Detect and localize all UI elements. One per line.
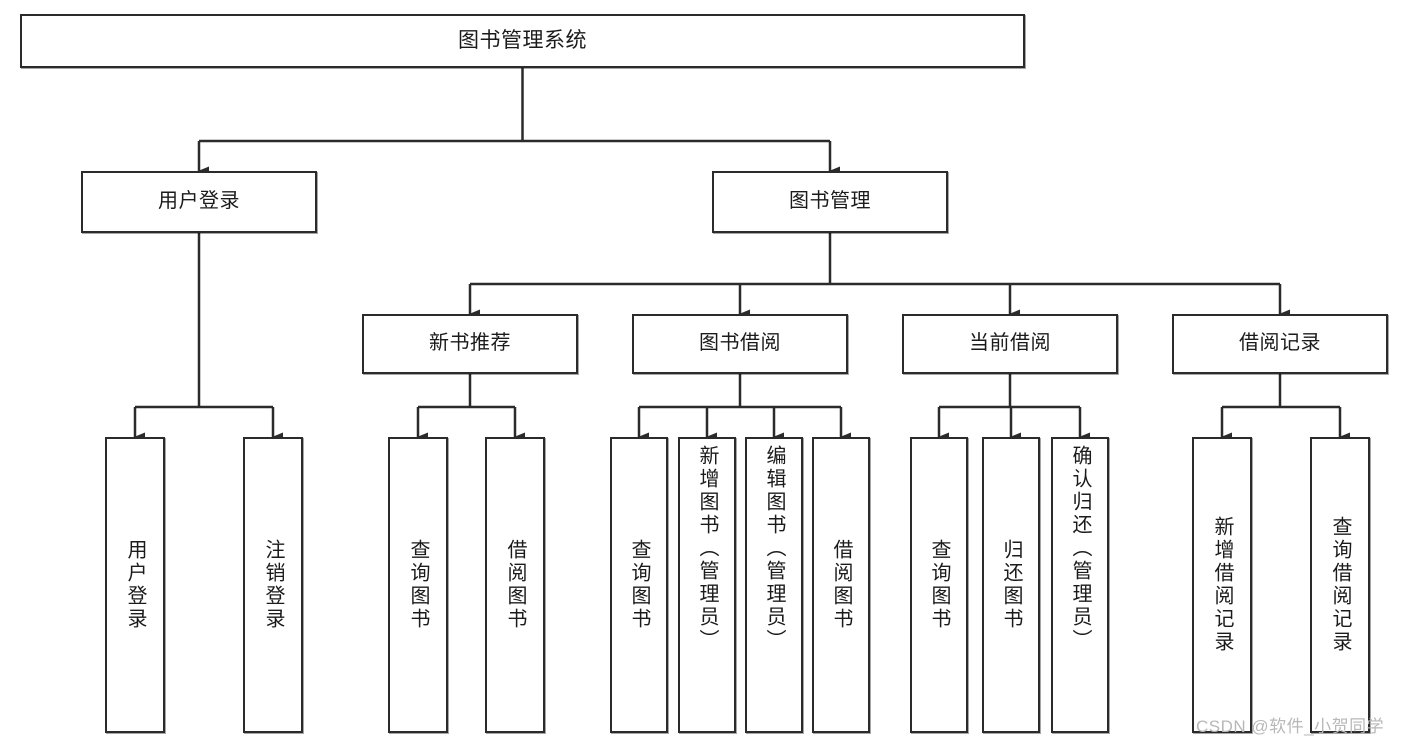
node-label: 查询图书 (628, 539, 650, 631)
node-leaf-return-book[interactable]: 归还图书 (982, 437, 1040, 733)
node-label: 新增借阅记录 (1211, 516, 1233, 654)
node-leaf-query-record[interactable]: 查询借阅记录 (1310, 437, 1370, 733)
node-label: 图书管理 (789, 190, 871, 213)
node-book-manage[interactable]: 图书管理 (712, 171, 948, 233)
node-label: 确认归还（管理员） (1069, 445, 1091, 652)
node-label: 用户登录 (158, 190, 240, 213)
node-label: 借阅图书 (830, 539, 852, 631)
node-leaf-user-logout[interactable]: 注销登录 (243, 437, 303, 733)
node-label: 查询图书 (928, 539, 950, 631)
watermark-text: CSDN @软件_小贺同学 (1196, 717, 1385, 736)
node-book-borrow[interactable]: 图书借阅 (632, 314, 848, 374)
node-leaf-query-book-2[interactable]: 查询图书 (610, 437, 668, 733)
node-current-borrow[interactable]: 当前借阅 (902, 314, 1118, 374)
node-leaf-user-login[interactable]: 用户登录 (105, 437, 165, 733)
node-label: 借阅记录 (1239, 332, 1321, 355)
node-label: 查询图书 (407, 539, 429, 631)
node-label: 用户登录 (124, 539, 146, 631)
node-leaf-add-record[interactable]: 新增借阅记录 (1192, 437, 1252, 733)
node-leaf-query-book-1[interactable]: 查询图书 (388, 437, 448, 733)
node-leaf-borrow-book-2[interactable]: 借阅图书 (812, 437, 870, 733)
node-leaf-confirm-return[interactable]: 确认归还（管理员） (1051, 437, 1109, 733)
connector-paths (133, 68, 1350, 442)
node-label: 查询借阅记录 (1329, 516, 1351, 654)
node-label: 注销登录 (262, 539, 284, 631)
node-label: 编辑图书（管理员） (763, 445, 785, 652)
node-label: 借阅图书 (504, 539, 526, 631)
node-label: 新书推荐 (429, 332, 511, 355)
node-label: 新增图书（管理员） (696, 445, 718, 652)
node-leaf-add-book[interactable]: 新增图书（管理员） (678, 437, 736, 733)
node-leaf-query-book-3[interactable]: 查询图书 (910, 437, 968, 733)
node-label: 图书管理系统 (458, 28, 587, 52)
node-label: 当前借阅 (969, 332, 1051, 355)
node-user-login[interactable]: 用户登录 (81, 171, 317, 233)
node-new-book-recommend[interactable]: 新书推荐 (362, 314, 578, 374)
node-leaf-edit-book[interactable]: 编辑图书（管理员） (745, 437, 803, 733)
node-label: 归还图书 (1000, 539, 1022, 631)
node-leaf-borrow-book-1[interactable]: 借阅图书 (485, 437, 545, 733)
node-root[interactable]: 图书管理系统 (20, 14, 1025, 68)
node-borrow-record[interactable]: 借阅记录 (1172, 314, 1388, 374)
node-label: 图书借阅 (699, 332, 781, 355)
